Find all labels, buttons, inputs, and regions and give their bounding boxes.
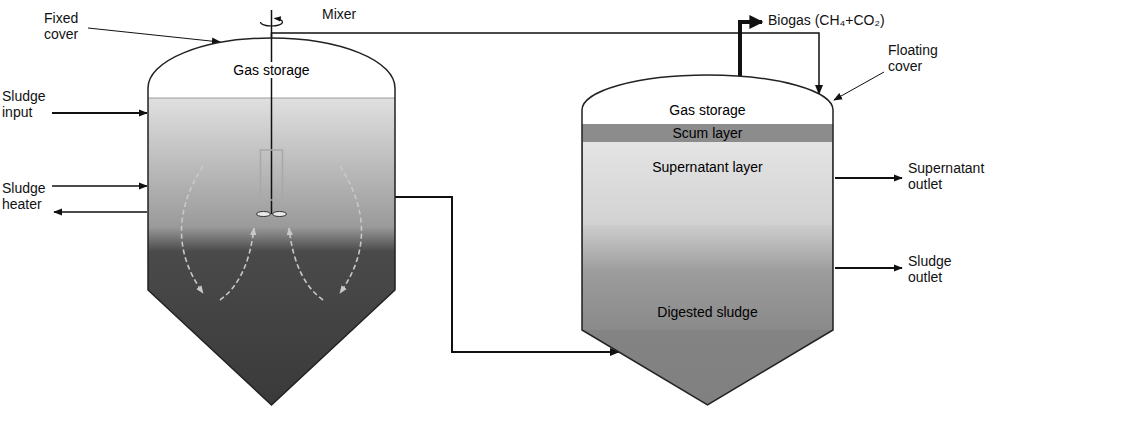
callout-label: Supernatant outlet bbox=[908, 160, 1008, 192]
tank-outline bbox=[582, 75, 833, 405]
sludge-input-arrow bbox=[52, 112, 147, 114]
heater-inlet-arrow bbox=[52, 185, 147, 187]
sludge-band: Digested sludge bbox=[583, 225, 832, 330]
callout-label: Fixed cover bbox=[44, 10, 94, 42]
heater-outlet-arrow bbox=[54, 211, 147, 213]
callout-label: Sludge heater bbox=[2, 180, 52, 212]
callout-label: Floating cover bbox=[888, 42, 950, 74]
scum-band: Scum layer bbox=[583, 124, 832, 142]
tank-outline bbox=[148, 38, 395, 405]
circulation-arrow bbox=[289, 228, 323, 300]
impeller-blade bbox=[273, 212, 287, 217]
mixer-shaft bbox=[271, 10, 273, 214]
region-label: Gas storage bbox=[666, 102, 748, 118]
region-label: Gas storage bbox=[230, 62, 312, 78]
tank-fill bbox=[582, 75, 833, 405]
circulation-arrow bbox=[340, 166, 362, 293]
sludge-fill bbox=[582, 124, 833, 405]
circulation-arrow bbox=[220, 228, 254, 300]
draft-tube bbox=[261, 150, 283, 200]
sludge-outlet-arrow bbox=[835, 267, 902, 269]
supernatant-outlet-arrow bbox=[835, 177, 902, 179]
tank-contents bbox=[582, 124, 833, 405]
tank-shape bbox=[148, 38, 395, 405]
digester-tank: Gas storage bbox=[148, 38, 395, 405]
region-label: Scum layer bbox=[672, 125, 742, 141]
callout-label: Mixer bbox=[322, 6, 356, 22]
region-label: Digested sludge bbox=[657, 304, 757, 320]
rotation-symbol bbox=[261, 18, 283, 26]
leader-line bbox=[88, 28, 220, 42]
callout-label: Sludge input bbox=[2, 88, 52, 120]
circulation-arrow bbox=[182, 166, 204, 293]
storage-tank: Gas storageScum layerSupernatant layerDi… bbox=[582, 75, 833, 405]
biogas-arrow bbox=[740, 22, 762, 77]
region-label: Supernatant layer bbox=[652, 159, 763, 175]
supernatant-band: Supernatant layer bbox=[583, 142, 832, 225]
leader-line bbox=[834, 72, 884, 100]
callout-label: Biogas (CH₄+CO₂) bbox=[768, 12, 885, 28]
impeller-blade bbox=[257, 212, 271, 217]
callout-label: Sludge outlet bbox=[908, 253, 968, 285]
